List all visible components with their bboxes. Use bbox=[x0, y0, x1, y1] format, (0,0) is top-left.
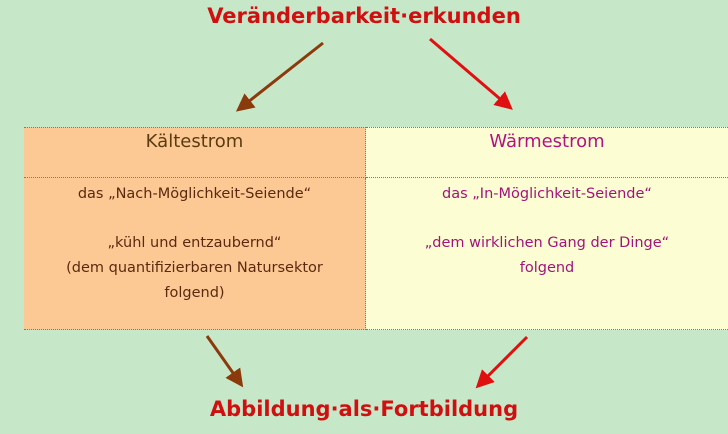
warm-body-cell: das „In-Möglichkeit-Seiende“ „dem wirkli… bbox=[366, 178, 728, 330]
top-title: Veränderbarkeit·erkunden bbox=[207, 4, 521, 28]
warm-line-1: das „In-Möglichkeit-Seiende“ bbox=[442, 186, 652, 202]
cold-heading-cell: Kältestrom bbox=[24, 127, 366, 178]
cold-line-2: „kühl und entzaubernd“ bbox=[107, 235, 282, 251]
arrow-top-right bbox=[429, 37, 513, 110]
cold-line-4: folgend) bbox=[164, 285, 225, 301]
warm-heading-cell: Wärmestrom bbox=[366, 127, 728, 178]
arrow-bottom-right bbox=[475, 335, 529, 389]
warm-heading: Wärmestrom bbox=[489, 131, 605, 152]
cold-body-cell: das „Nach-Möglichkeit-Seiende“ „kühl und… bbox=[24, 178, 366, 330]
arrow-bottom-left bbox=[205, 335, 244, 388]
cold-line-3: (dem quantifizierbaren Natursektor bbox=[66, 260, 323, 276]
cold-heading: Kältestrom bbox=[145, 131, 244, 152]
bottom-title: Abbildung·als·Fortbildung bbox=[209, 397, 519, 421]
comparison-table: Kältestrom Wärmestrom das „Nach-Möglichk… bbox=[24, 127, 728, 330]
warm-line-2: „dem wirklichen Gang der Dinge“ bbox=[424, 235, 670, 251]
arrow-top-left bbox=[235, 41, 324, 112]
warm-line-3: folgend bbox=[519, 260, 575, 276]
cold-line-1: das „Nach-Möglichkeit-Seiende“ bbox=[77, 186, 312, 202]
